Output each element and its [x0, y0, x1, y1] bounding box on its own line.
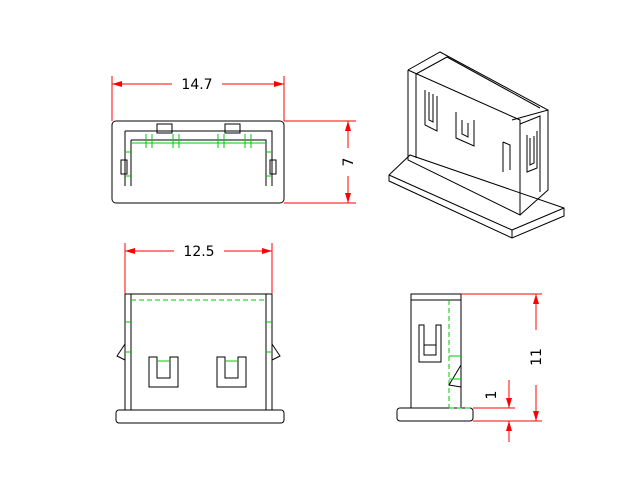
dimension-label-side-flange: 1: [484, 391, 500, 400]
iso-base-plate: [388, 154, 565, 239]
side-view: [396, 293, 474, 422]
side-view-base: [396, 407, 474, 422]
top-view-outline: [111, 120, 285, 204]
iso-right-wall: [511, 109, 549, 216]
iso-back-wall-inner: [415, 56, 541, 109]
side-view-body: [410, 293, 462, 409]
dimension-label-front-width: 12.5: [183, 244, 214, 260]
iso-slot-right: [502, 141, 511, 172]
top-view: [111, 120, 285, 204]
front-view-slot-right: [216, 356, 247, 388]
side-view-latch: [448, 364, 462, 388]
top-view-tab-left: [156, 123, 173, 134]
iso-base-edge: [511, 207, 565, 231]
top-view-latch-left: [120, 159, 128, 175]
dimension-front-width: 12.5: [124, 243, 273, 294]
dimension-side-flange: 1: [473, 380, 515, 442]
front-view: [115, 293, 285, 424]
isometric-view: [388, 51, 565, 239]
front-view-latch-right: [271, 343, 281, 361]
iso-slot-left: [424, 90, 438, 132]
side-view-slot: [418, 324, 442, 363]
iso-slot-middle: [455, 112, 475, 147]
dimension-side-height: 11: [461, 293, 545, 422]
top-view-frame: [124, 130, 273, 186]
dimension-top-height: 7: [284, 120, 357, 204]
top-view-tab-right: [224, 123, 241, 134]
dimension-label-top-width: 14.7: [181, 77, 212, 93]
front-view-base: [115, 409, 285, 424]
dimension-top-width: 14.7: [111, 76, 285, 121]
front-view-body: [124, 293, 273, 411]
iso-slot-side: [526, 131, 538, 173]
dimension-label-top-height: 7: [341, 158, 357, 167]
front-view-latch-left: [116, 343, 126, 361]
front-view-slot-left: [148, 356, 179, 388]
iso-right-wall-inner: [519, 115, 541, 192]
dimension-label-side-height: 11: [529, 348, 545, 366]
top-view-latch-right: [269, 159, 277, 175]
iso-base-edge: [388, 174, 513, 231]
top-view-frame-inner: [130, 139, 267, 186]
